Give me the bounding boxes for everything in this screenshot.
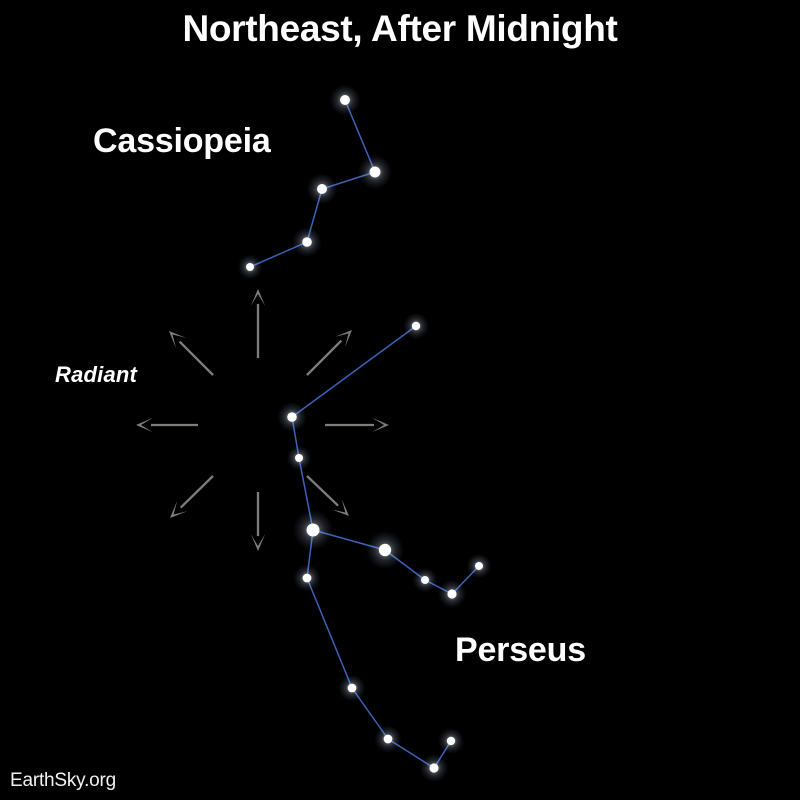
constellation-line [306, 577, 353, 689]
constellation-lines-layer [249, 99, 480, 769]
arrow-head [331, 499, 349, 516]
radiant-arrow-up-left [169, 331, 214, 376]
radiant-arrow-up-right [306, 330, 352, 376]
star [369, 166, 381, 178]
arrow-head [170, 500, 188, 518]
arrow-head [169, 331, 187, 349]
constellation-line [291, 325, 417, 418]
star [246, 263, 254, 271]
star [475, 562, 483, 570]
arrow-shaft [178, 340, 214, 376]
star [421, 576, 429, 584]
stars-layer [237, 84, 492, 783]
arrow-shaft [179, 475, 214, 509]
star [446, 736, 456, 746]
radiant-arrow-down [250, 492, 266, 551]
star [340, 95, 350, 105]
star [295, 454, 303, 462]
arrow-shaft [306, 339, 343, 376]
arrow-head [136, 417, 153, 433]
star [347, 683, 357, 693]
star [378, 543, 392, 557]
star [306, 523, 320, 537]
arrow-head [334, 330, 352, 348]
radiant-arrow-down-left [170, 475, 214, 518]
star [411, 321, 421, 331]
star [447, 589, 457, 599]
star [302, 573, 312, 583]
arrow-head [250, 289, 266, 306]
star [287, 412, 297, 422]
star [383, 734, 393, 744]
radiant-label: Radiant [55, 362, 138, 387]
arrow-head [372, 417, 389, 433]
radiant-arrow-right [325, 417, 389, 433]
arrow-shaft [306, 475, 339, 507]
radiant-arrow-left [136, 417, 198, 433]
constellation-label-perseus: Perseus [455, 631, 586, 669]
watermark: EarthSky.org [10, 770, 117, 791]
radiant-arrows-layer [136, 289, 389, 551]
star [317, 184, 327, 194]
constellation-label-cassiopeia: Cassiopeia [93, 122, 271, 160]
star [429, 763, 439, 773]
radiant-arrow-down-right [306, 475, 349, 516]
star [302, 237, 312, 247]
page-title: Northeast, After Midnight [182, 8, 618, 49]
radiant-arrow-up [250, 289, 266, 358]
arrow-head [250, 534, 266, 551]
